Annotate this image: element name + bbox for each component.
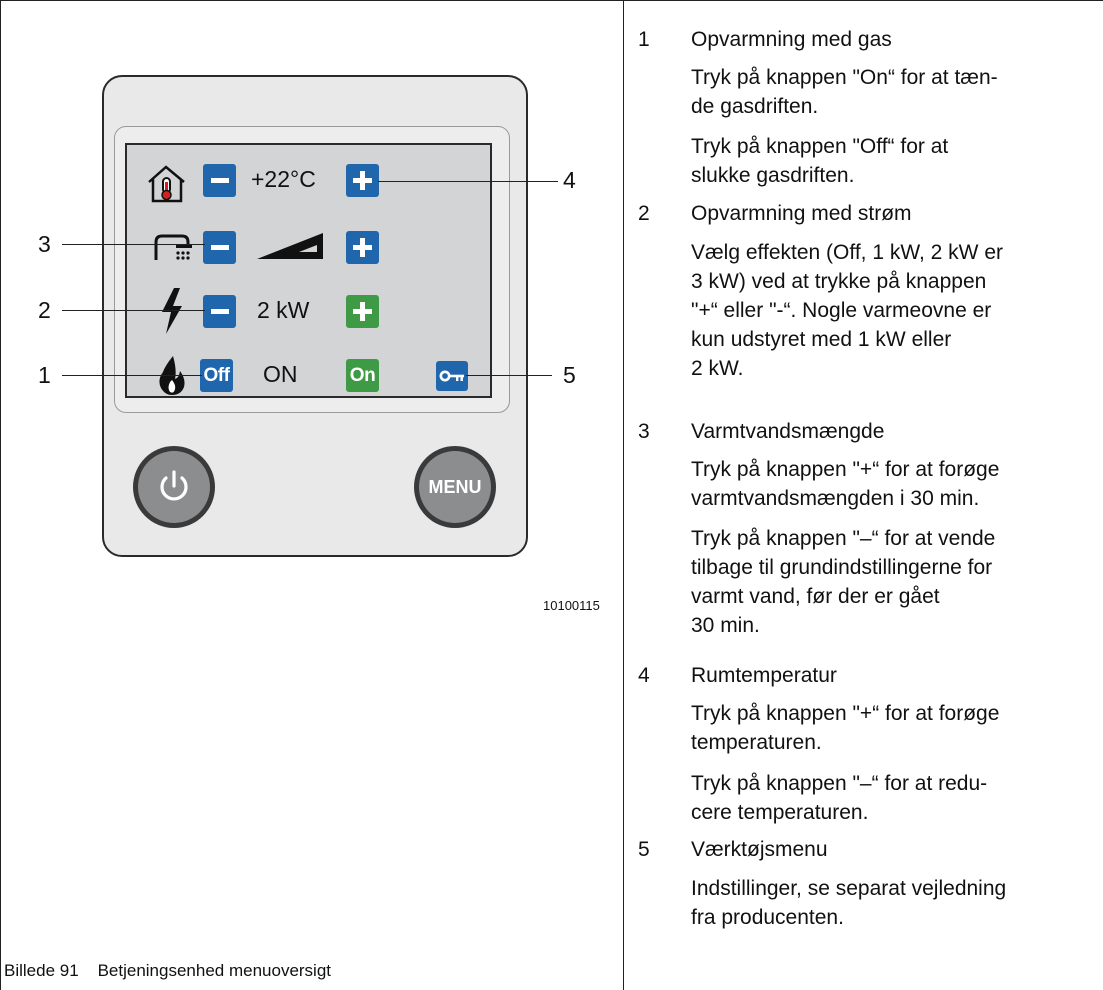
legend-number: 2 [638, 202, 650, 225]
legend-title: Opvarmning med gas [691, 28, 892, 51]
house-thermometer-icon [148, 165, 185, 203]
power-minus-button[interactable] [203, 295, 236, 328]
frame-top-rule [0, 0, 1103, 1]
caption-text: Betjeningsenhed menuoversigt [97, 961, 332, 980]
callout-3: 3 [38, 231, 51, 257]
legend-number: 5 [638, 838, 650, 861]
menu-label: MENU [428, 476, 482, 497]
legend-title: Opvarmning med strøm [691, 202, 912, 225]
power-icon [160, 470, 188, 501]
ramp-level-icon [257, 233, 323, 259]
power-plus-button[interactable] [346, 295, 379, 328]
legend-number: 1 [638, 28, 650, 51]
callout-5: 5 [563, 362, 576, 388]
gas-on-label: On [349, 364, 376, 386]
minus-icon [210, 309, 229, 314]
minus-icon [210, 245, 229, 250]
callout-2-leader [62, 310, 205, 311]
menu-button[interactable]: MENU [414, 446, 496, 528]
shower-icon [154, 234, 192, 260]
figure-id: 10100115 [543, 598, 600, 613]
callout-2: 2 [38, 297, 51, 323]
legend-number: 3 [638, 420, 650, 443]
tools-menu-button[interactable] [436, 361, 468, 391]
lightning-icon [162, 288, 182, 334]
callout-4-leader [378, 181, 558, 182]
gas-state-value: ON [263, 361, 298, 387]
legend-paragraph: Tryk på knappen "On“ for at tæn-de gasdr… [691, 66, 998, 118]
plus-icon [353, 238, 372, 257]
hot-water-minus-button[interactable] [203, 231, 236, 264]
power-button[interactable] [133, 446, 215, 528]
control-screen [125, 143, 492, 398]
callout-4: 4 [563, 167, 576, 193]
caption-label: Billede 91 [4, 961, 79, 980]
plus-icon [353, 302, 372, 321]
power-button-face [138, 451, 210, 523]
power-value: 2 kW [257, 297, 310, 323]
room-temp-plus-button[interactable] [346, 164, 379, 197]
callout-1-leader [62, 375, 202, 376]
gas-off-button[interactable]: Off [200, 359, 233, 392]
room-temp-minus-button[interactable] [203, 164, 236, 197]
column-divider [623, 0, 624, 990]
minus-icon [210, 178, 229, 183]
gas-on-button[interactable]: On [346, 359, 379, 392]
callout-3-leader [62, 244, 205, 245]
legend-title: Varmtvandsmængde [691, 420, 885, 443]
room-temp-value: +22°C [251, 166, 316, 192]
legend-number: 4 [638, 664, 650, 687]
callout-5-leader [466, 375, 552, 376]
legend-title: Værktøjsmenu [691, 838, 828, 861]
key-icon [439, 370, 464, 382]
plus-icon [353, 171, 372, 190]
legend-title: Rumtemperatur [691, 664, 837, 687]
frame-left-rule [0, 0, 1, 990]
hot-water-plus-button[interactable] [346, 231, 379, 264]
gas-off-label: Off [203, 364, 230, 386]
legend-paragraph: Tryk på knappen "–“ for at redu-cere tem… [691, 772, 988, 824]
menu-button-face: MENU [419, 451, 491, 523]
callout-1: 1 [38, 362, 51, 388]
figure-caption: Billede 91 Betjeningsenhed menuoversigt [4, 961, 331, 981]
